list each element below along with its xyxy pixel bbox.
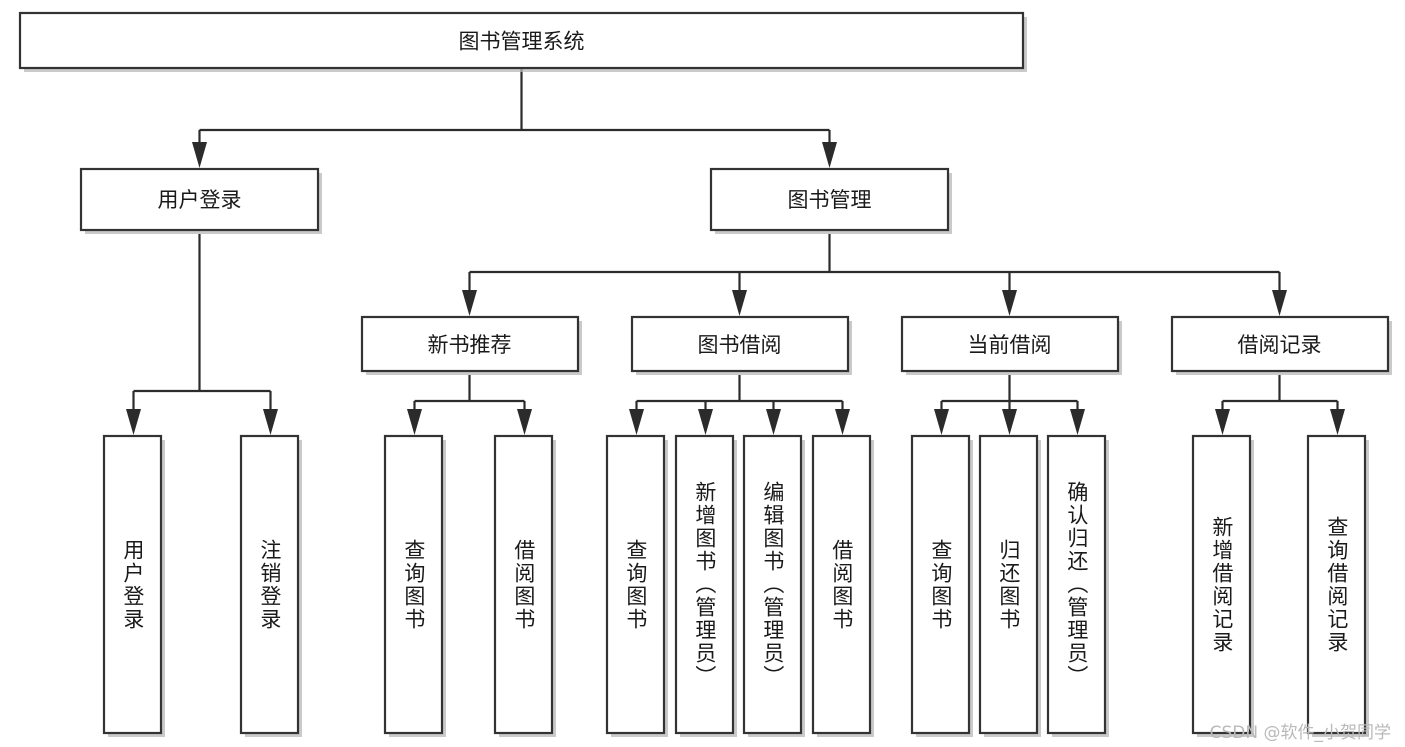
leaf-box-logout[interactable] <box>239 434 300 735</box>
node-label-current-borrow: 当前借阅 <box>968 333 1052 357</box>
arrowhead-cb-confirm-return <box>1070 409 1085 435</box>
arrowhead-current-borrow <box>1002 290 1017 316</box>
arrowhead-book-mgmt <box>822 142 837 168</box>
leaf-box-br-query-record[interactable] <box>1306 434 1367 735</box>
leaf-box-bb-borrow-book[interactable] <box>811 434 872 735</box>
edge-group-current-borrow-to-leaves <box>934 375 1085 435</box>
leaf-box-nbr-query-book[interactable] <box>383 434 444 735</box>
leaf-box-bb-edit-book[interactable] <box>742 434 803 735</box>
node-label-root: 图书管理系统 <box>459 30 585 54</box>
leaf-box-bb-query-book[interactable] <box>605 434 666 735</box>
leaf-box-cb-query-book[interactable] <box>910 434 971 735</box>
arrowhead-borrow-record <box>1272 290 1287 316</box>
arrowhead-leaf-logout <box>263 409 278 435</box>
leaf-box-cb-confirm-return[interactable] <box>1046 434 1107 735</box>
leaf-box-bb-add-book[interactable] <box>674 434 735 735</box>
edge-group-user-login-to-leaves <box>126 234 278 435</box>
node-root-book-management-system[interactable]: 图书管理系统 <box>18 11 1027 72</box>
node-label-book-management: 图书管理 <box>788 188 872 212</box>
node-label-user-login: 用户登录 <box>158 188 242 212</box>
arrowhead-nbr-borrow-book <box>517 409 532 435</box>
arrowhead-cb-query-book <box>934 409 949 435</box>
arrowhead-bb-borrow-book <box>835 409 850 435</box>
arrowhead-br-add-record <box>1215 409 1230 435</box>
edge-group-book-mgmt-to-level3 <box>462 234 1287 316</box>
arrowhead-user-login <box>192 142 207 168</box>
leaf-box-nbr-borrow-book[interactable] <box>493 434 554 735</box>
watermark-text: CSDN @软件_小贺同学 <box>1209 723 1391 743</box>
leaf-box-group <box>102 434 1369 737</box>
arrowhead-nbr-query-book <box>407 409 422 435</box>
arrowhead-bb-add-book <box>698 409 713 435</box>
node-label-new-book-recommend: 新书推荐 <box>428 333 512 357</box>
node-label-borrow-record: 借阅记录 <box>1238 333 1322 357</box>
arrowhead-br-query-record <box>1330 409 1345 435</box>
node-borrow-record[interactable]: 借阅记录 <box>1170 315 1392 375</box>
node-user-login[interactable]: 用户登录 <box>79 167 322 234</box>
edge-group-root-to-level2 <box>192 68 837 168</box>
node-book-management[interactable]: 图书管理 <box>709 167 952 234</box>
leaf-box-user-login[interactable] <box>102 434 163 735</box>
edge-group-borrow-record-to-leaves <box>1215 375 1345 435</box>
node-current-borrow[interactable]: 当前借阅 <box>900 315 1122 375</box>
arrowhead-book-borrow <box>732 290 747 316</box>
arrowhead-leaf-user-login <box>126 409 141 435</box>
arrowhead-bb-query-book <box>629 409 644 435</box>
node-label-book-borrow: 图书借阅 <box>698 333 782 357</box>
node-book-borrow[interactable]: 图书借阅 <box>630 315 852 375</box>
edge-group-book-borrow-to-leaves <box>629 375 850 435</box>
arrowhead-new-book-rec <box>462 290 477 316</box>
arrowhead-cb-return-book <box>1002 409 1017 435</box>
edge-group-new-book-rec-to-leaves <box>407 375 532 435</box>
arrowhead-bb-edit-book <box>766 409 781 435</box>
node-new-book-recommend[interactable]: 新书推荐 <box>360 315 582 375</box>
leaf-box-br-add-record[interactable] <box>1191 434 1252 735</box>
leaf-box-cb-return-book[interactable] <box>978 434 1039 735</box>
